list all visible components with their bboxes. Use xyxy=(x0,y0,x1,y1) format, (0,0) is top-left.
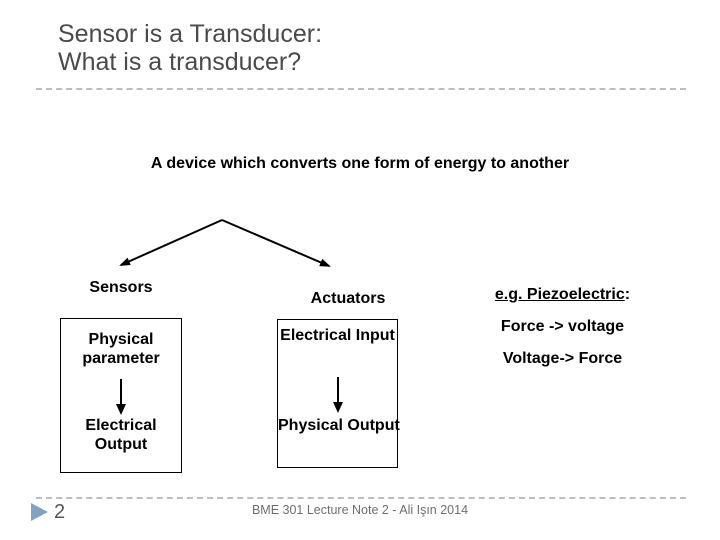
sensors-label: Sensors xyxy=(89,279,153,296)
example-line1: Force -> voltage xyxy=(500,318,625,335)
slide-title-line2: What is a transducer? xyxy=(58,48,302,76)
example-line2: Voltage-> Force xyxy=(502,350,623,367)
actuators-box: Electrical Input Physical Output xyxy=(277,319,400,468)
actuators-output-text: Physical Output xyxy=(278,417,400,434)
down-arrow-icon xyxy=(332,377,343,413)
slide-title: Sensor is a Transducer: What is a transd… xyxy=(58,20,322,76)
triangle-right-icon xyxy=(31,503,48,521)
slide-title-line1: Sensor is a Transducer: xyxy=(58,20,323,48)
definition-text: A device which converts one form of ener… xyxy=(150,155,570,172)
actuators-label: Actuators xyxy=(310,290,386,307)
top-dashed-divider xyxy=(36,88,686,90)
fork-down-arrows-icon xyxy=(119,219,331,267)
actuators-input-text: Electrical Input xyxy=(280,327,395,344)
piezoelectric-example: e.g. Piezoelectric: Force -> voltage Vol… xyxy=(465,279,660,375)
sensors-box: Physical parameter Electrical Output xyxy=(60,318,182,473)
sensors-input-text: Physical parameter xyxy=(82,331,160,367)
footer-note: BME 301 Lecture Note 2 - Ali Işın 2014 xyxy=(251,503,469,517)
down-arrow-icon xyxy=(116,379,126,415)
bottom-dashed-divider xyxy=(36,497,686,499)
example-heading: e.g. Piezoelectric: xyxy=(494,286,631,303)
sensors-output-text: Electrical Output xyxy=(85,417,157,453)
page-number: 2 xyxy=(54,501,66,523)
